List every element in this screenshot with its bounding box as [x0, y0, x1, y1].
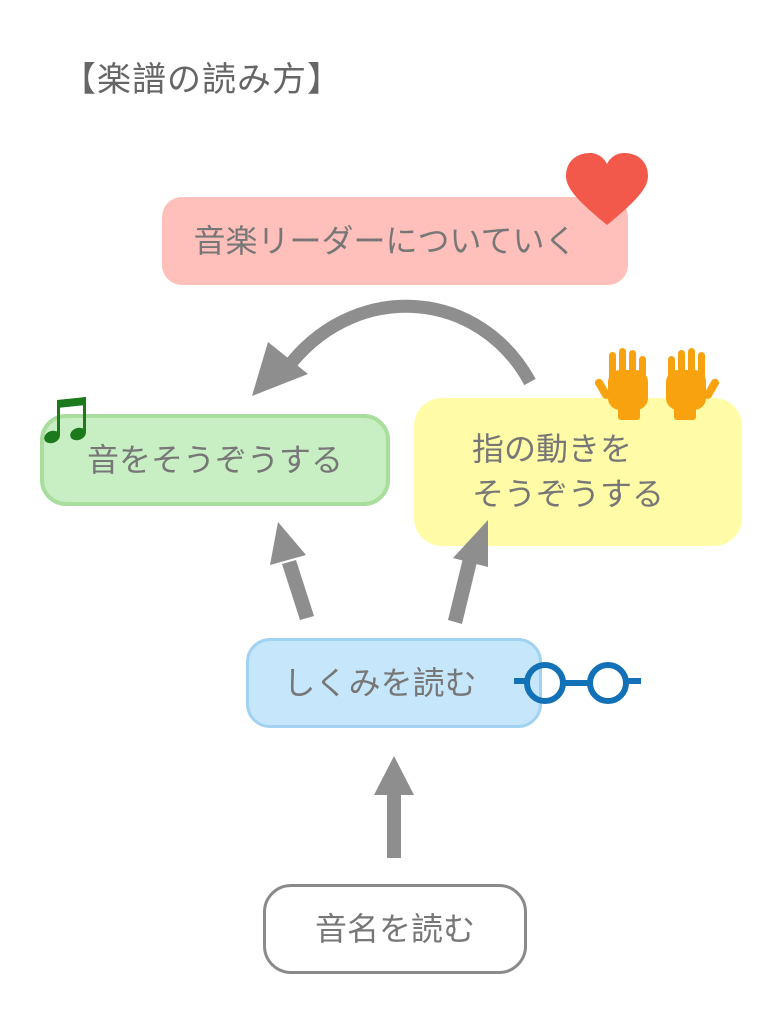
- page-title: 【楽譜の読み方】: [62, 60, 342, 100]
- arrow-names-to-structure: [374, 756, 414, 858]
- node-imagine-sound: 音をそうぞうする: [40, 414, 390, 506]
- node-imagine-finger: 指の動きを そうぞうする: [414, 398, 742, 546]
- node-read-structure: しくみを読む: [246, 638, 542, 728]
- node-follow-leader-label: 音楽リーダーについていく: [193, 221, 577, 260]
- node-read-note-names-label: 音名を読む: [314, 909, 475, 948]
- arrow-finger-to-sound: [252, 299, 536, 396]
- node-imagine-sound-label: 音をそうぞうする: [86, 440, 343, 479]
- node-imagine-finger-label: 指の動きを そうぞうする: [472, 430, 665, 513]
- arrow-structure-to-sound: [270, 522, 314, 620]
- node-read-structure-label: しくみを読む: [283, 663, 477, 702]
- node-read-note-names: 音名を読む: [263, 884, 527, 974]
- node-follow-leader: 音楽リーダーについていく: [162, 197, 628, 285]
